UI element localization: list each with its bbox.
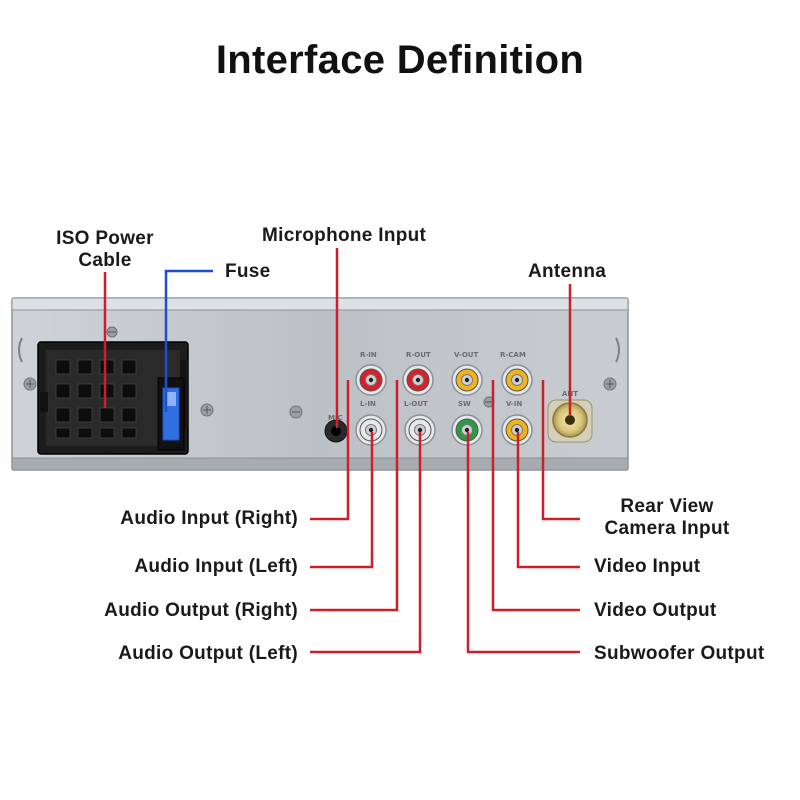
mount-tab-icon	[18, 337, 620, 363]
svg-text:R-IN: R-IN	[360, 351, 377, 359]
rca-video-output-icon	[451, 364, 483, 396]
rear-view-camera-label-line2: Camera Input	[604, 518, 730, 539]
svg-text:R-OUT: R-OUT	[406, 351, 431, 359]
svg-text:V-OUT: V-OUT	[454, 351, 478, 359]
antenna-label: Antenna	[528, 261, 607, 282]
page-title: Interface Definition	[215, 38, 585, 82]
fuse-icon	[157, 377, 185, 451]
rca-audio-output-left-icon	[404, 414, 436, 446]
video-input-label: Video Input	[594, 556, 701, 577]
leader-video-output	[491, 380, 580, 612]
leader-audio-output-right	[310, 380, 399, 612]
leader-audio-input-right	[310, 380, 350, 521]
leader-subwoofer-output	[466, 432, 580, 654]
audio-output-left-label: Audio Output (Left)	[118, 643, 298, 664]
svg-text:L-IN: L-IN	[360, 400, 376, 408]
iso-power-cable-label-line2: Cable	[78, 250, 132, 271]
rca-rear-camera-input-icon	[501, 364, 533, 396]
rear-view-camera-input-label: Rear View Camera Input	[592, 496, 742, 540]
audio-output-right-label: Audio Output (Right)	[104, 600, 298, 621]
rca-audio-output-right-icon	[402, 364, 434, 396]
leader-video-input	[516, 432, 580, 569]
svg-text:V-IN: V-IN	[506, 400, 522, 408]
leader-rear-view-camera-input	[541, 380, 580, 521]
svg-text:SW: SW	[458, 400, 471, 408]
mic-port-marking: MIC	[328, 414, 343, 422]
audio-input-left-label: Audio Input (Left)	[134, 556, 298, 577]
rca-audio-input-right-icon	[355, 364, 387, 396]
screw-icon	[23, 377, 37, 391]
leader-audio-input-left	[310, 432, 374, 569]
audio-input-right-label: Audio Input (Right)	[120, 508, 298, 529]
fuse-label: Fuse	[225, 261, 271, 282]
iso-power-cable-label: ISO Power Cable	[40, 228, 170, 272]
iso-power-cable-label-line1: ISO Power	[56, 228, 154, 249]
leader-audio-output-left	[310, 432, 422, 654]
svg-text:L-OUT: L-OUT	[404, 400, 428, 408]
microphone-input-label: Microphone Input	[262, 225, 427, 246]
subwoofer-output-label: Subwoofer Output	[594, 643, 765, 664]
screw-icon	[200, 403, 214, 417]
rear-view-camera-label-line1: Rear View	[620, 496, 714, 517]
svg-text:R-CAM: R-CAM	[500, 351, 526, 359]
rca-subwoofer-output-icon	[451, 414, 483, 446]
screw-icon	[289, 405, 303, 419]
screw-icon	[106, 326, 118, 338]
rca-video-input-icon	[501, 414, 533, 446]
screw-icon	[603, 377, 617, 391]
leader-fuse	[164, 269, 213, 412]
video-output-label: Video Output	[594, 600, 717, 621]
